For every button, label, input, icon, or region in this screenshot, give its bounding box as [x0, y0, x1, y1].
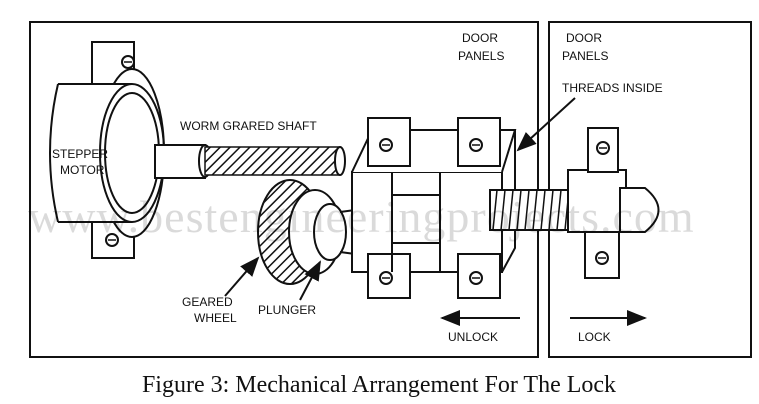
geared-wheel-pointer — [224, 256, 260, 297]
stepper-motor-label-line1: STEPPER — [52, 147, 108, 161]
door-bracket — [567, 127, 660, 279]
watermark-text: www.bestengineeringprojects.com — [28, 191, 695, 242]
door-panels-left-label-line1: DOOR — [462, 31, 498, 45]
door-panels-right-label-line1: DOOR — [566, 31, 602, 45]
worm-shaft-label: WORM GRARED SHAFT — [180, 119, 317, 133]
plunger-pointer — [299, 260, 321, 301]
lock-label: LOCK — [578, 330, 611, 344]
threads-inside-label: THREADS INSIDE — [562, 81, 663, 95]
door-panels-left-label-line2: PANELS — [458, 49, 504, 63]
stepper-motor — [45, 41, 165, 259]
stepper-motor-label-line2: MOTOR — [60, 163, 105, 177]
geared-wheel-label-line2: WHEEL — [194, 311, 237, 325]
figure-caption: Figure 3: Mechanical Arrangement For The… — [142, 372, 616, 398]
plunger-label: PLUNGER — [258, 303, 316, 317]
lock-housing — [351, 117, 517, 299]
worm-geared-shaft — [154, 144, 346, 179]
unlock-label: UNLOCK — [448, 330, 498, 344]
threads-inside-pointer — [516, 97, 576, 152]
geared-wheel-label-line1: GEARED — [182, 295, 233, 309]
door-panels-right-label-line2: PANELS — [562, 49, 608, 63]
